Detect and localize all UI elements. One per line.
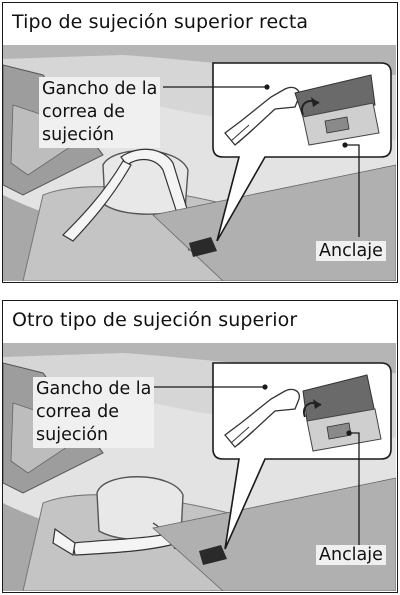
- panel-title: Tipo de sujeción superior recta: [12, 11, 309, 33]
- panel-straight-tether: Tipo de sujeción superior recta: [2, 2, 398, 283]
- panel-other-tether: Otro tipo de sujeción superior: [2, 300, 398, 593]
- panel-title: Otro tipo de sujeción superior: [12, 309, 298, 331]
- tether-hook-label: Gancho de la correa de sujeción: [39, 77, 161, 148]
- rear-seat-illustration: [3, 45, 396, 281]
- anchor-label: Anclaje: [316, 241, 386, 261]
- tether-hook-label: Gancho de la correa de sujeción: [33, 377, 155, 448]
- anchor-label: Anclaje: [316, 545, 386, 565]
